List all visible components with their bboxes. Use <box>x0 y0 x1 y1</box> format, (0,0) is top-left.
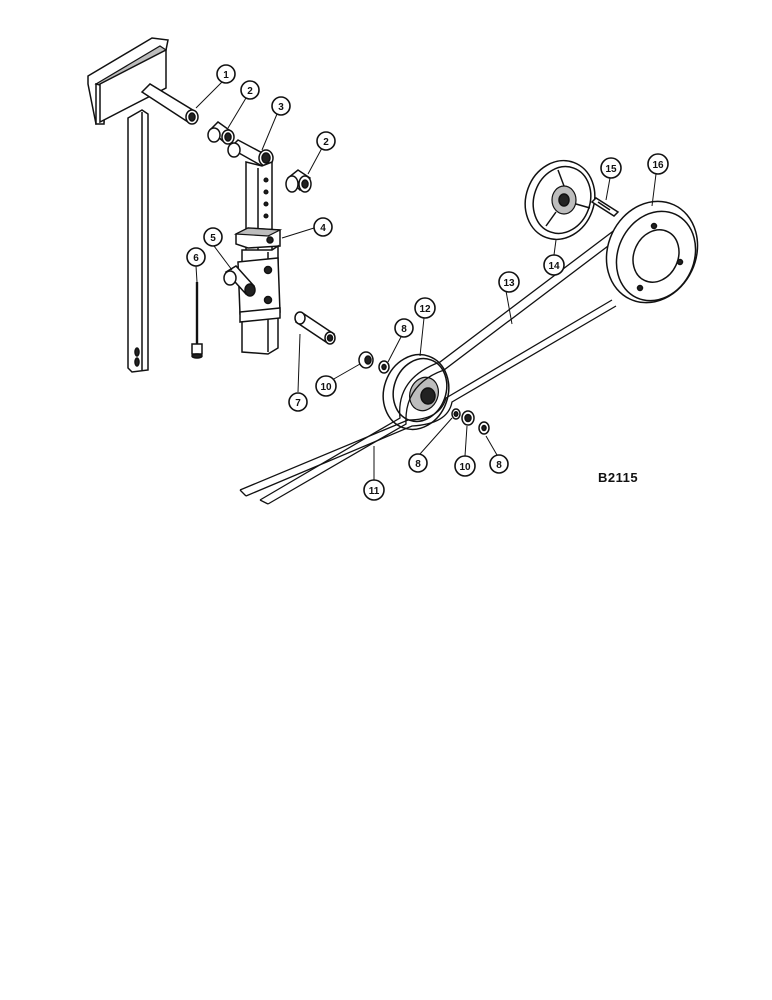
callout-label: 4 <box>320 223 326 234</box>
large-pulley-part-16 <box>605 200 699 304</box>
spacer-part-10-a <box>358 351 374 369</box>
callout-8-b: 8 <box>408 453 428 473</box>
callout-1: 1 <box>216 64 236 84</box>
callout-label: 10 <box>459 462 471 473</box>
callout-2-a: 2 <box>240 80 260 100</box>
pulley-half-part-14 <box>524 159 596 241</box>
mounting-bracket <box>87 37 169 373</box>
callout-5: 5 <box>203 227 223 247</box>
leader-lines <box>195 81 657 480</box>
callout-label: 1 <box>223 70 229 81</box>
callout-label: 2 <box>323 137 329 148</box>
lock-handle-part-5 <box>223 265 256 297</box>
callout-16: 16 <box>647 153 669 175</box>
callout-3: 3 <box>271 96 291 116</box>
callout-label: 3 <box>278 102 284 113</box>
callout-label: 2 <box>247 86 253 97</box>
callout-8-a: 8 <box>394 318 414 338</box>
callout-12: 12 <box>414 297 436 319</box>
callout-14: 14 <box>543 254 565 276</box>
washer-part-8-a <box>378 360 390 374</box>
callout-label: 8 <box>496 460 502 471</box>
callout-6: 6 <box>186 247 206 267</box>
callout-label: 10 <box>320 382 332 393</box>
callout-8-c: 8 <box>489 454 509 474</box>
callout-10-a: 10 <box>315 375 337 397</box>
bushing-part-2-b <box>285 169 312 193</box>
callout-label: 12 <box>419 304 431 315</box>
bushing-part-2-a <box>207 121 235 145</box>
callout-label: 6 <box>193 253 199 264</box>
callout-label: 14 <box>548 261 560 272</box>
callout-11: 11 <box>363 479 385 501</box>
callout-2-b: 2 <box>316 131 336 151</box>
callout-15: 15 <box>600 157 622 179</box>
callout-label: 15 <box>605 164 617 175</box>
shaft-part-1 <box>140 83 199 125</box>
belt-part-11 <box>239 299 617 497</box>
callout-7: 7 <box>288 392 308 412</box>
callout-13: 13 <box>498 271 520 293</box>
callout-label: 8 <box>401 324 407 335</box>
washer-part-8-b <box>451 408 461 420</box>
callout-label: 16 <box>652 160 664 171</box>
callout-label: 11 <box>369 486 380 497</box>
washer-part-8-c <box>478 421 490 435</box>
callout-10-b: 10 <box>454 455 476 477</box>
spacer-part-10-b <box>461 410 475 426</box>
shaft-part-7 <box>294 311 336 345</box>
tube-assembly-part-3 <box>227 139 283 355</box>
callout-4: 4 <box>313 217 333 237</box>
callout-label: 7 <box>295 398 301 409</box>
bolt-part-6 <box>191 282 203 359</box>
pin-part-15 <box>590 197 620 217</box>
callout-label: 13 <box>503 278 515 289</box>
drawing-code: B2115 <box>598 470 638 485</box>
callout-label: 8 <box>415 459 421 470</box>
callout-label: 5 <box>210 233 216 244</box>
